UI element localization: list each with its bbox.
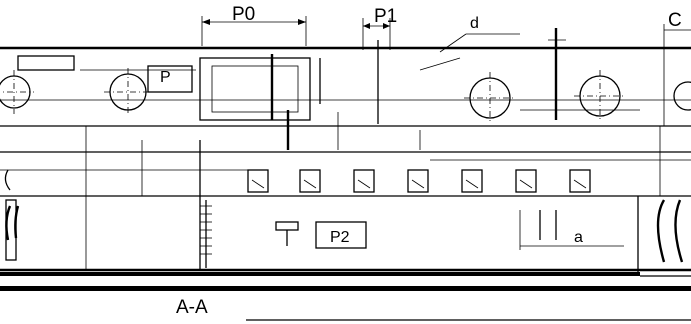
label-p1: P1 bbox=[374, 6, 397, 27]
section-label: A-A bbox=[176, 297, 208, 318]
label-p0: P0 bbox=[232, 4, 255, 25]
lower-detail-area bbox=[0, 196, 691, 321]
label-p: P bbox=[160, 69, 171, 86]
label-p2: P2 bbox=[330, 229, 350, 246]
carrier-tape-section-band bbox=[0, 110, 691, 270]
label-d: d bbox=[470, 15, 479, 32]
label-c: C bbox=[668, 10, 682, 31]
carrier-tape-top-view bbox=[0, 16, 691, 127]
label-a: a bbox=[574, 229, 583, 246]
